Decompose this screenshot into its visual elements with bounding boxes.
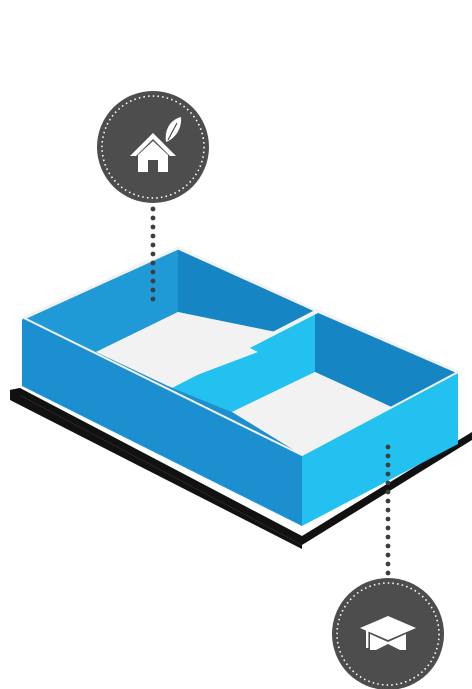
compartment-floors: [96, 312, 398, 455]
left-compartment-floor: [96, 312, 258, 386]
home-callout-badge: [97, 91, 209, 203]
tray-shadow: [10, 388, 472, 549]
divider-wall: [168, 310, 320, 388]
eco-home-icon: [130, 117, 182, 172]
connector-lines: [150, 206, 391, 576]
back-walls: [24, 248, 458, 412]
front-walls: [22, 246, 459, 526]
education-callout-badge: [332, 578, 444, 689]
graduation-cap-icon: [360, 616, 416, 650]
right-compartment-floor: [232, 372, 398, 455]
